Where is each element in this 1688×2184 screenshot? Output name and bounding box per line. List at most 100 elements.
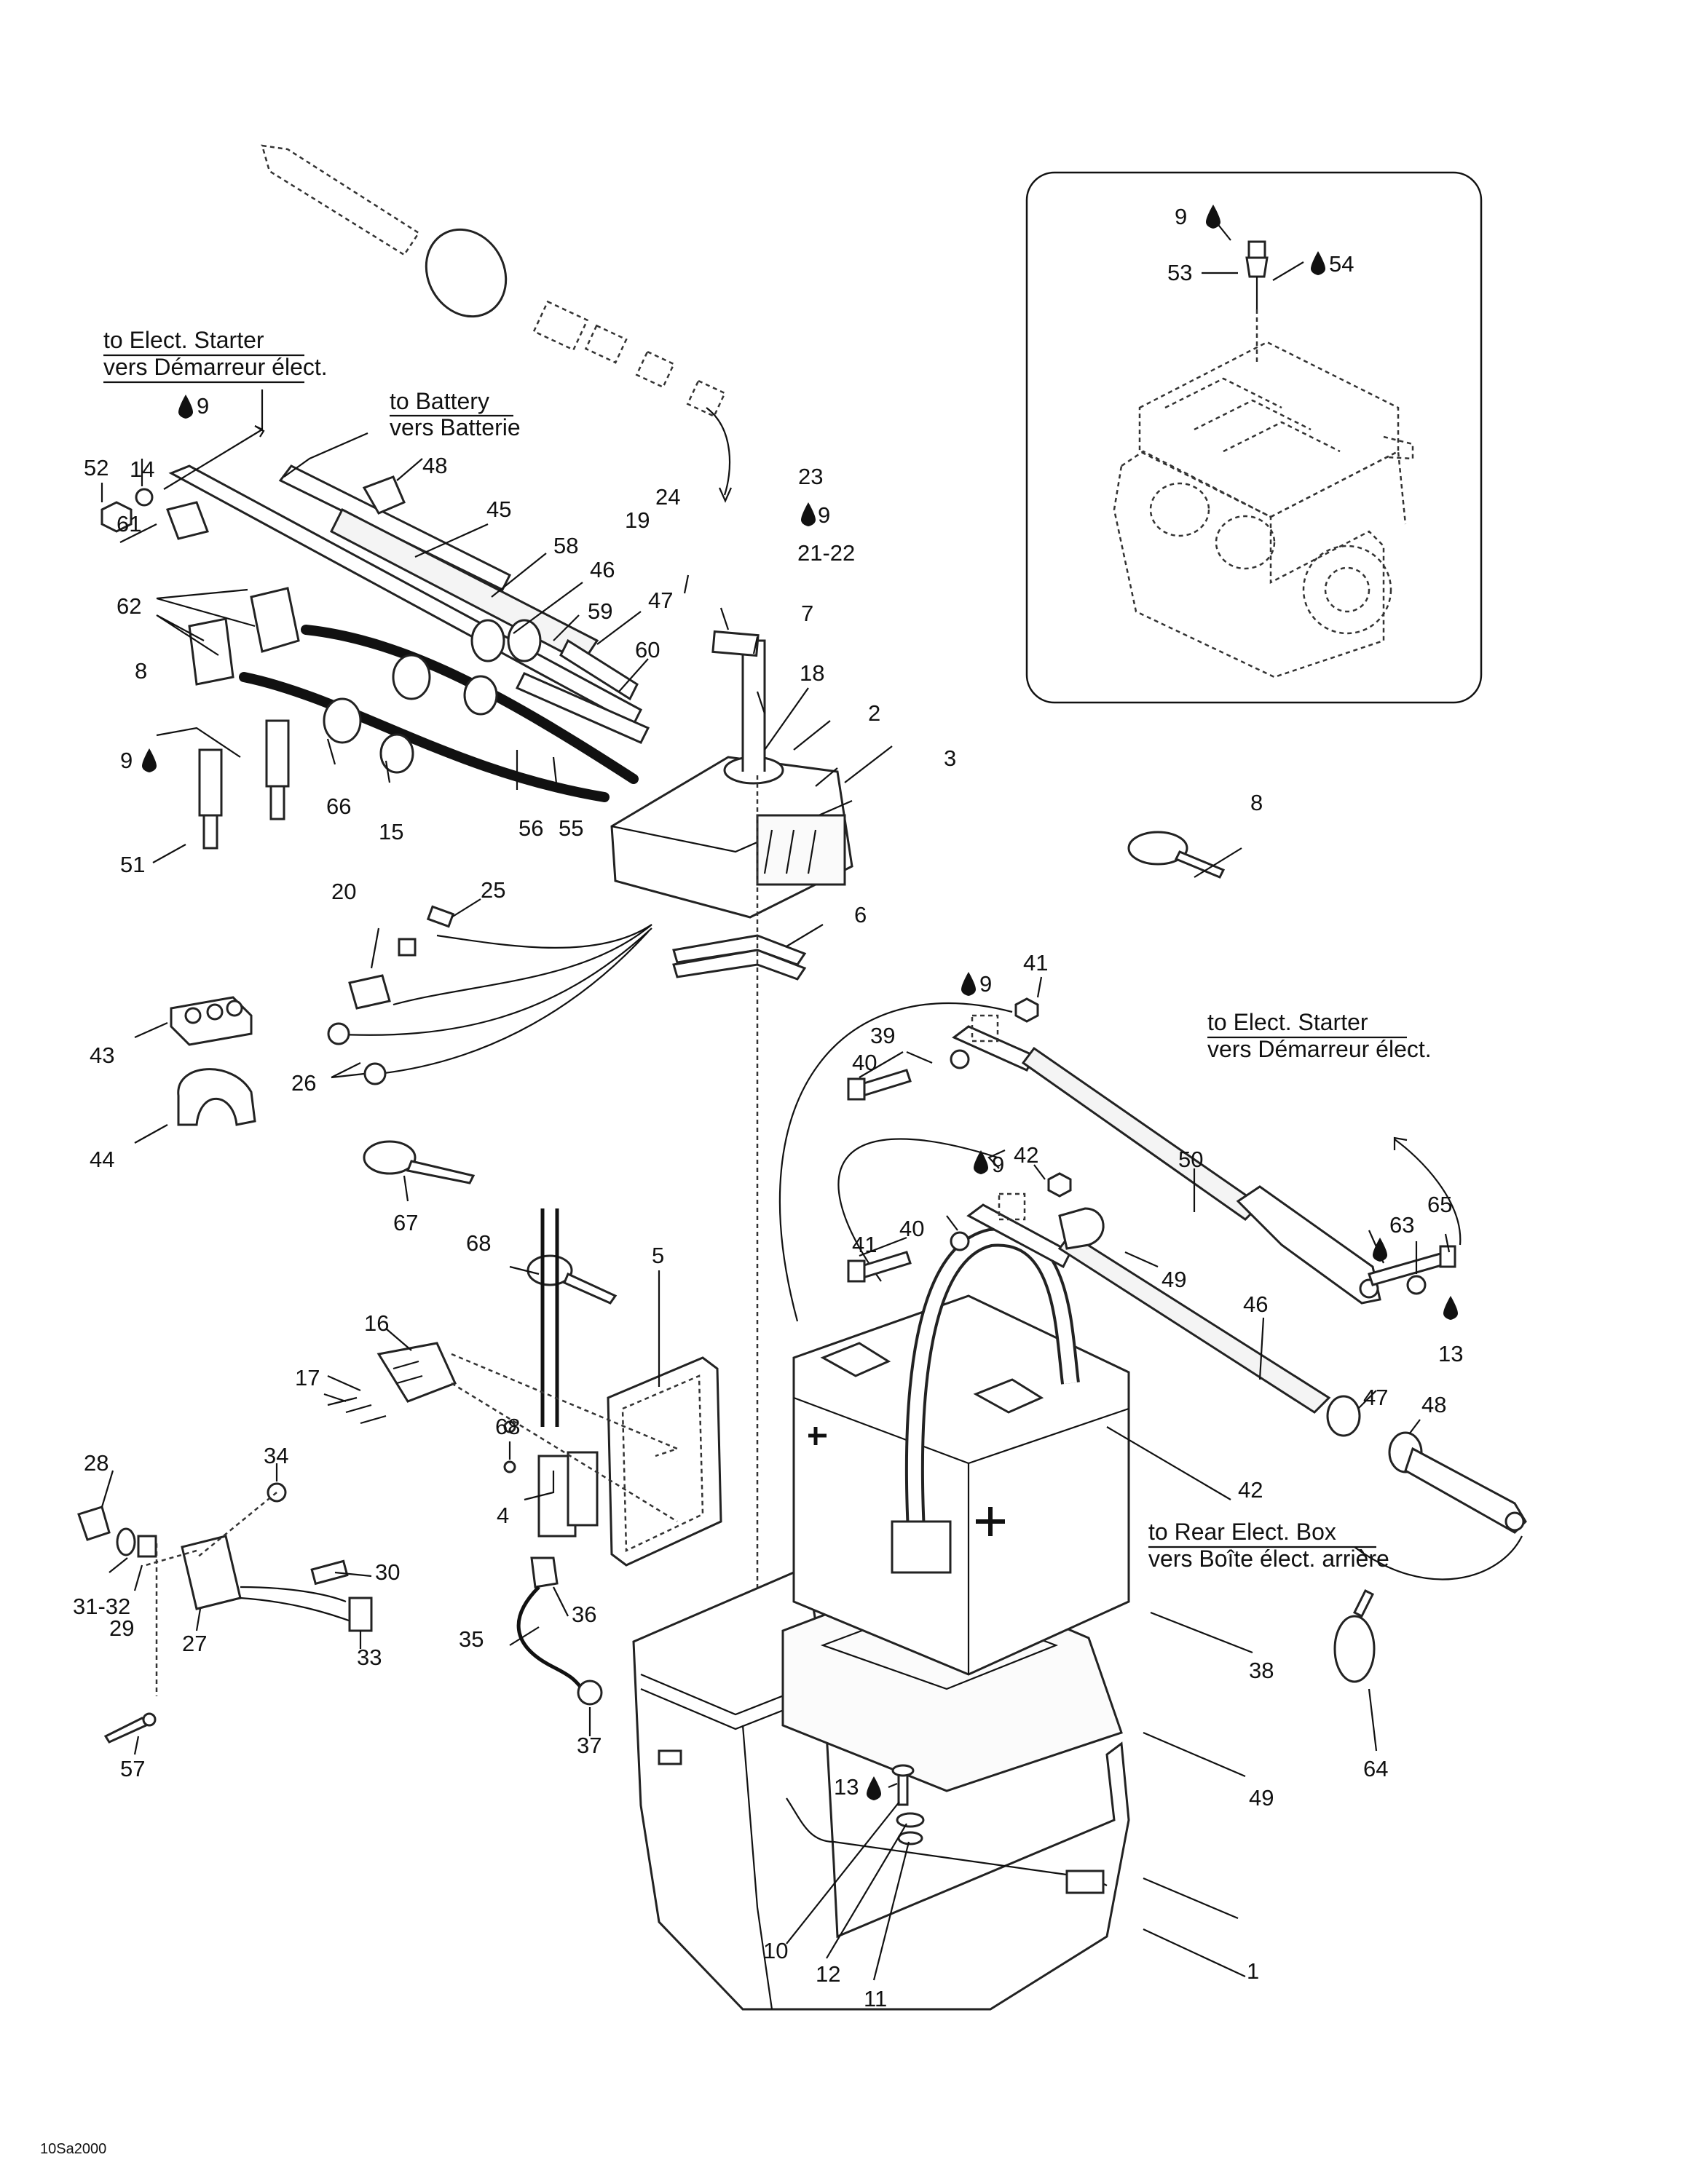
temperature-sensor — [1245, 240, 1269, 364]
callout: 35 — [459, 1626, 484, 1652]
callout: 51 — [120, 852, 145, 877]
nut — [100, 501, 133, 533]
note-elect-starter-right: to Elect. Starter vers Démarreur élect. — [1207, 1009, 1432, 1062]
note-battery: to Battery vers Batterie — [390, 388, 521, 440]
battery-cable-positive — [847, 997, 1381, 1305]
callout: 13 — [834, 1774, 859, 1800]
callout: 46 — [590, 557, 615, 582]
callout: 9 — [197, 393, 209, 419]
callout: 41 — [852, 1232, 877, 1257]
ignition-harness — [100, 144, 733, 850]
callout: 46 — [1243, 1291, 1268, 1317]
callout: 44 — [90, 1147, 114, 1172]
callout: 36 — [572, 1602, 596, 1627]
lubricant-drop-icon — [142, 205, 1458, 1800]
spark-plug — [265, 719, 290, 820]
callout: 68 — [466, 1230, 491, 1256]
note-fr: vers Démarreur élect. — [1207, 1036, 1432, 1062]
callout: 26 — [291, 1070, 316, 1096]
callout: 29 — [109, 1615, 134, 1641]
bolt — [1368, 1245, 1456, 1295]
callout: 15 — [379, 819, 403, 844]
callout: 33 — [357, 1645, 382, 1670]
callout: 27 — [182, 1631, 207, 1656]
figure-code: 10Sa2000 — [40, 2141, 106, 2157]
spark-plug — [198, 748, 223, 850]
callout: 41 — [1023, 950, 1048, 976]
note-en: to Elect. Starter — [1207, 1009, 1368, 1035]
note-elect-starter-top: to Elect. Starter vers Démarreur élect. — [103, 327, 328, 384]
callout: 57 — [120, 1756, 145, 1781]
leader-lines — [100, 221, 1451, 1981]
note-rear-box: to Rear Elect. Box vers Boîte élect. arr… — [1148, 1519, 1389, 1572]
callout: 4 — [497, 1503, 509, 1528]
callout: 19 — [625, 507, 650, 533]
note-en: to Battery — [390, 388, 489, 414]
sensor-connector — [77, 1482, 373, 1632]
engine-block — [1113, 341, 1414, 678]
callout: 48 — [422, 453, 447, 478]
callout: 24 — [655, 484, 680, 510]
callout: 49 — [1162, 1267, 1186, 1292]
callout: 43 — [90, 1042, 114, 1068]
callout: 65 — [1427, 1192, 1452, 1217]
callout: 66 — [326, 794, 351, 819]
callout: 14 — [130, 456, 154, 482]
callout: 1 — [1247, 1958, 1259, 1984]
callout: 42 — [1238, 1477, 1263, 1503]
callout: 34 — [264, 1443, 288, 1468]
callout: 62 — [117, 593, 141, 619]
callout: 37 — [577, 1733, 602, 1758]
callout: 40 — [852, 1050, 877, 1075]
callout: 6 — [854, 902, 867, 927]
callout: 49 — [1249, 1785, 1274, 1811]
note-en: to Rear Elect. Box — [1148, 1519, 1336, 1545]
callout: 18 — [800, 660, 824, 686]
callout: 68 — [495, 1414, 520, 1439]
callout: 63 — [1389, 1212, 1414, 1238]
callout: 54 — [1329, 251, 1354, 277]
callout: 50 — [1178, 1147, 1203, 1172]
callout: 2 — [868, 700, 880, 726]
note-fr: vers Boîte élect. arrière — [1148, 1546, 1389, 1572]
spark-plug-cap — [250, 587, 300, 653]
callout: 17 — [295, 1365, 320, 1390]
callout: 21-22 — [797, 540, 855, 566]
cover-plate — [607, 1356, 722, 1567]
battery — [792, 1227, 1130, 1676]
callout: 40 — [899, 1216, 924, 1241]
callout: 7 — [801, 601, 813, 626]
callout: 3 — [944, 745, 956, 771]
callout: 39 — [870, 1023, 895, 1048]
callout: 64 — [1363, 1756, 1388, 1781]
callout: 9 — [992, 1152, 1004, 1177]
screw — [103, 1712, 157, 1744]
tie-strap — [1333, 1588, 1376, 1683]
callout: 48 — [1421, 1392, 1446, 1417]
electrical-box — [610, 630, 853, 919]
callout: 56 — [518, 815, 543, 841]
callout: 28 — [84, 1450, 109, 1476]
fuse-holder — [170, 996, 253, 1046]
callout: 16 — [364, 1310, 389, 1336]
tie-strap — [1127, 831, 1226, 879]
callout: 31-32 — [73, 1594, 130, 1619]
tie-strap — [526, 1208, 618, 1427]
callout: 47 — [1363, 1385, 1388, 1410]
callout: 55 — [559, 815, 583, 841]
callout: 9 — [979, 971, 992, 997]
callout: 38 — [1249, 1658, 1274, 1683]
callout: 10 — [763, 1938, 788, 1963]
callout: 25 — [481, 877, 505, 903]
callout: 5 — [652, 1243, 664, 1268]
box-fasteners — [891, 1764, 925, 1845]
callout: 9 — [818, 502, 830, 528]
callout: 9 — [120, 748, 133, 773]
callout: 9 — [1175, 204, 1187, 229]
callout: 59 — [588, 598, 612, 624]
callout: 52 — [84, 455, 109, 480]
callout: 58 — [553, 533, 578, 558]
callout: 12 — [816, 1961, 840, 1987]
ground-wires — [327, 905, 652, 1085]
